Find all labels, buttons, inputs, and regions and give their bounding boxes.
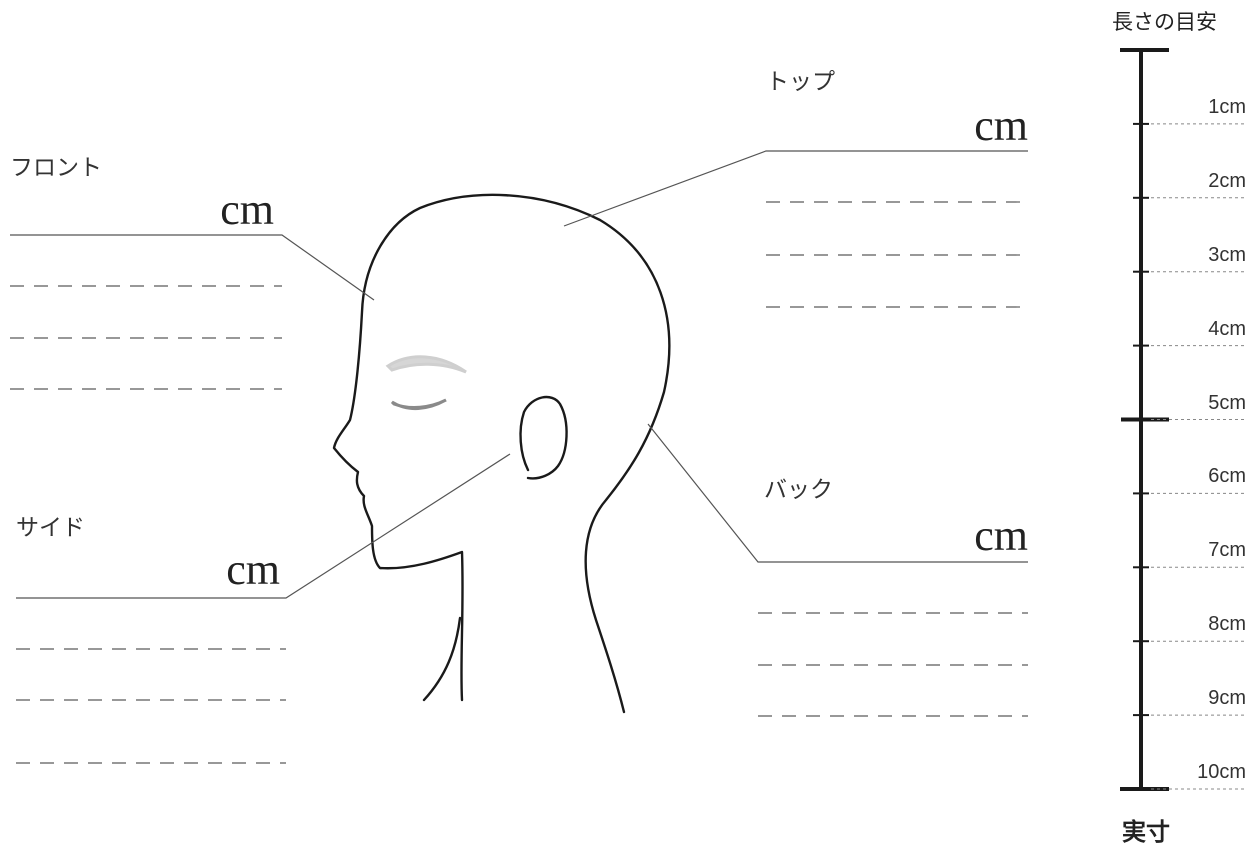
- length-ruler: [1120, 48, 1246, 791]
- side-leader: [16, 453, 511, 599]
- ruler-tick-label: 10cm: [1197, 761, 1246, 783]
- top-unit: cm: [974, 101, 1028, 150]
- ruler-tick-label: 6cm: [1208, 465, 1246, 488]
- front-label: フロント: [10, 155, 102, 181]
- back-label: バック: [764, 477, 833, 503]
- ruler-tick-label: 3cm: [1208, 243, 1246, 266]
- ruler-tick-label: 8cm: [1208, 613, 1246, 636]
- head-outline: [332, 193, 671, 714]
- back-unit: cm: [974, 511, 1028, 560]
- front-unit: cm: [220, 185, 274, 234]
- ruler-tick-label: 4cm: [1208, 317, 1246, 340]
- ruler-footer: 実寸: [1122, 818, 1170, 846]
- ruler-tick-label: 2cm: [1208, 169, 1246, 192]
- ruler-tick-label: 5cm: [1208, 391, 1246, 414]
- side-unit: cm: [226, 545, 280, 594]
- closed-eye: [390, 398, 447, 410]
- ruler-tick-label: 7cm: [1208, 539, 1246, 562]
- head-illustration: [332, 193, 671, 714]
- top-label: トップ: [766, 69, 835, 95]
- ear-outline: [519, 395, 568, 480]
- leader-lines: [10, 150, 1028, 599]
- side-label: サイド: [16, 515, 85, 541]
- writing-lines: [10, 201, 1028, 764]
- eyebrow: [385, 355, 467, 374]
- top-leader: [563, 150, 1028, 227]
- ruler-tick-label: 1cm: [1208, 95, 1246, 118]
- front-leader: [10, 234, 375, 301]
- neck-front-outline: [422, 616, 462, 702]
- ruler-title: 長さの目安: [1112, 10, 1217, 34]
- back-leader: [647, 423, 1028, 563]
- ruler-tick-label: 9cm: [1208, 687, 1246, 710]
